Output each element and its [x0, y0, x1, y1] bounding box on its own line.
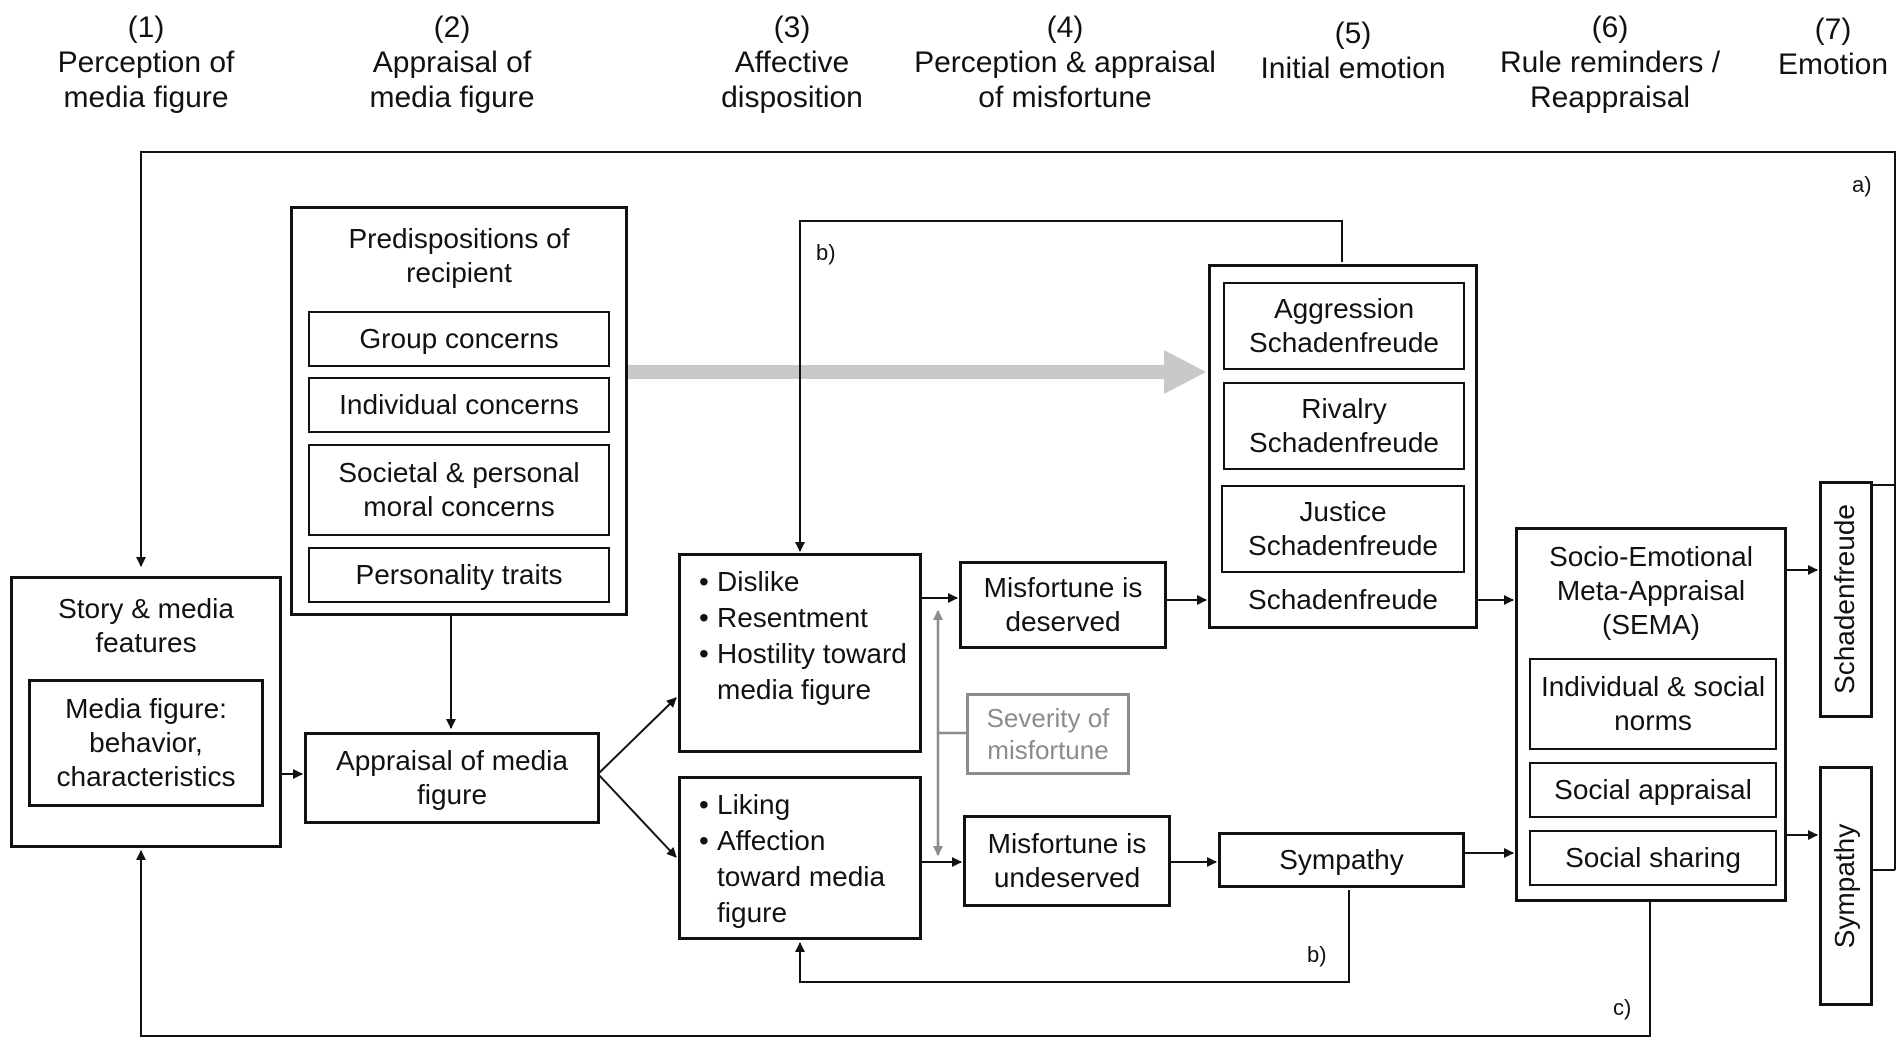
predispositions-title: Predispositions of recipient [348, 223, 570, 288]
header-misfortune: (4)Perception & appraisal of misfortune [914, 11, 1216, 114]
personality-traits-item: Personality traits [308, 547, 610, 603]
schadenfreude-outcome-box: Schadenfreude [1819, 481, 1873, 718]
path-b-bottom [795, 890, 1350, 983]
sympathy-outcome-label: Sympathy [1829, 823, 1860, 949]
sympathy-outcome-box: Sympathy [1819, 766, 1873, 1006]
sema-box: Socio-Emotional Meta-Appraisal (SEMA) In… [1515, 527, 1787, 902]
misfortune-deserved-box: Misfortune is deserved [959, 561, 1167, 649]
sema-title: Socio-Emotional Meta-Appraisal (SEMA) [1549, 541, 1753, 640]
path-c-feedback [136, 850, 1651, 1037]
misfortune-undeserved-box: Misfortune is undeserved [963, 815, 1171, 907]
path-b-top [795, 220, 1343, 552]
header-initial-emotion: (5)Initial emotion [1260, 17, 1446, 85]
social-sharing-item: Social sharing [1529, 830, 1777, 886]
path-a-feedback [136, 151, 1896, 567]
header-emotion: (7)Emotion [1777, 13, 1889, 81]
dislike-box: •Dislike •Resentment •Hostility toward m… [678, 553, 922, 753]
path-label-a: a) [1852, 172, 1872, 197]
predisposition-to-schadenfreude-arrow [626, 350, 1206, 394]
schadenfreude-group-box: Aggression Schadenfreude Rivalry Schaden… [1208, 264, 1478, 629]
severity-connector [933, 610, 966, 856]
resentment-item: •Resentment [699, 602, 868, 633]
header-rule-reminders: (6)Rule reminders / Reappraisal [1499, 11, 1721, 114]
liking-item: •Liking [699, 789, 791, 820]
header-appraisal: (2)Appraisal of media figure [369, 11, 535, 114]
story-media-features-box: Story & media features Media figure: beh… [10, 576, 282, 848]
header-perception: (1)Perception of media figure [57, 11, 235, 114]
header-affective-disposition: (3)Affective disposition [721, 11, 863, 114]
hostility-item: •Hostility toward media figure [699, 638, 907, 705]
liking-box: •Liking •Affection toward media figure [678, 776, 922, 940]
dislike-item: •Dislike [699, 566, 800, 597]
story-media-features-title: Story & media features [58, 593, 234, 658]
aggression-schadenfreude-item: Aggression Schadenfreude [1223, 282, 1465, 370]
severity-of-misfortune-box: Severity of misfortune [966, 693, 1130, 775]
sympathy-initial-box: Sympathy [1218, 832, 1465, 888]
justice-schadenfreude-item: Justice Schadenfreude [1221, 485, 1465, 573]
rivalry-schadenfreude-item: Rivalry Schadenfreude [1223, 382, 1465, 470]
path-label-b-top: b) [816, 240, 836, 265]
schadenfreude-outcome-label: Schadenfreude [1829, 504, 1860, 694]
predispositions-box: Predispositions of recipient Group conce… [290, 206, 628, 616]
individual-concerns-item: Individual concerns [308, 377, 610, 433]
group-concerns-item: Group concerns [308, 311, 610, 367]
affection-item: •Affection toward media figure [699, 825, 886, 928]
media-figure-behavior-box: Media figure: behavior, characteristics [28, 679, 264, 807]
individual-social-norms-item: Individual & social norms [1529, 658, 1777, 750]
schadenfreude-label: Schadenfreude [1248, 584, 1438, 615]
path-label-c: c) [1613, 995, 1632, 1020]
moral-concerns-item: Societal & personal moral concerns [308, 444, 610, 536]
appraisal-media-figure-box: Appraisal of media figure [304, 732, 600, 824]
social-appraisal-item: Social appraisal [1529, 762, 1777, 818]
path-label-b-bottom: b) [1307, 942, 1327, 967]
